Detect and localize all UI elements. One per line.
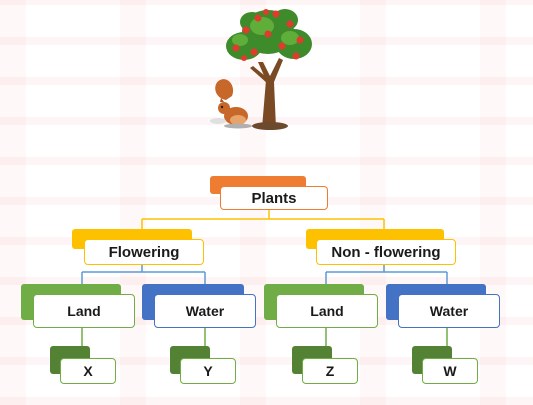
tree-with-apples-icon xyxy=(226,9,312,130)
w-label: W xyxy=(422,358,478,384)
nonflowering-land-label: Land xyxy=(276,294,378,328)
non-flowering-label: Non - flowering xyxy=(316,239,456,265)
nonflowering-water-label: Water xyxy=(398,294,500,328)
plants-label: Plants xyxy=(220,186,328,210)
flowering-water-label: Water xyxy=(154,294,256,328)
tree-illustration xyxy=(210,9,312,130)
z-label: Z xyxy=(302,358,358,384)
squirrel-icon xyxy=(210,79,252,129)
flowering-land-label: Land xyxy=(33,294,135,328)
y-label: Y xyxy=(180,358,236,384)
x-label: X xyxy=(60,358,116,384)
flowering-label: Flowering xyxy=(84,239,204,265)
